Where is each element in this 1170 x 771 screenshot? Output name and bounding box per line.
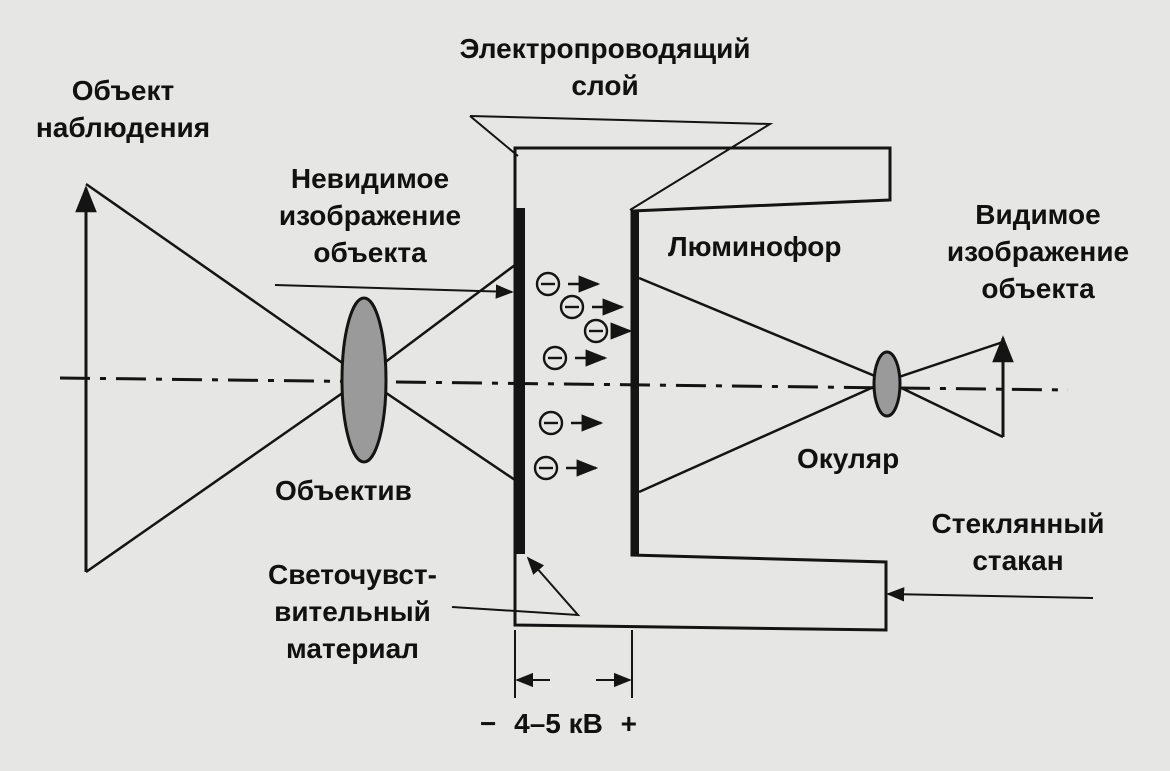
visible-image-label: Видимое изображение объекта <box>946 199 1130 304</box>
photosensitive-layer <box>515 208 525 554</box>
electron <box>542 345 608 371</box>
invisible-image-pointer <box>274 284 514 299</box>
glass-cup-label: Стеклянный стакан <box>931 508 1105 576</box>
electron <box>538 410 604 436</box>
object-label: Объект наблюдения <box>35 75 211 143</box>
objective-label: Объектив <box>275 475 412 506</box>
glass-cup <box>513 146 892 632</box>
voltage-dimension <box>514 630 633 698</box>
voltage-minus: − <box>480 708 497 739</box>
objective-lens <box>340 296 388 464</box>
photosensitive-pointer <box>451 556 581 617</box>
eyepiece-label: Окуляр <box>797 443 900 474</box>
glass-cup-pointer <box>886 587 1094 602</box>
electrons <box>533 271 633 481</box>
electron <box>535 271 601 297</box>
eyepiece-lens <box>872 350 902 418</box>
invisible-image-label: Невидимое изображение объекта <box>278 163 462 268</box>
optical-axis <box>59 376 1069 392</box>
electron <box>533 455 599 481</box>
eyepiece-rays <box>638 276 1004 494</box>
electron <box>583 318 633 344</box>
voltage-label: − 4–5 кВ + <box>480 705 637 742</box>
voltage-value: 4–5 кВ <box>514 708 603 739</box>
conductive-layer-label: Электропроводящий слой <box>459 33 751 101</box>
phosphor-layer <box>632 211 639 556</box>
voltage-plus: + <box>620 708 638 739</box>
photosensitive-label: Светочувст- вительный материал <box>268 559 437 664</box>
electron <box>559 294 625 320</box>
phosphor-label: Люминофор <box>668 231 842 262</box>
object-rays <box>85 182 516 574</box>
conductive-layer-callout <box>469 115 774 211</box>
